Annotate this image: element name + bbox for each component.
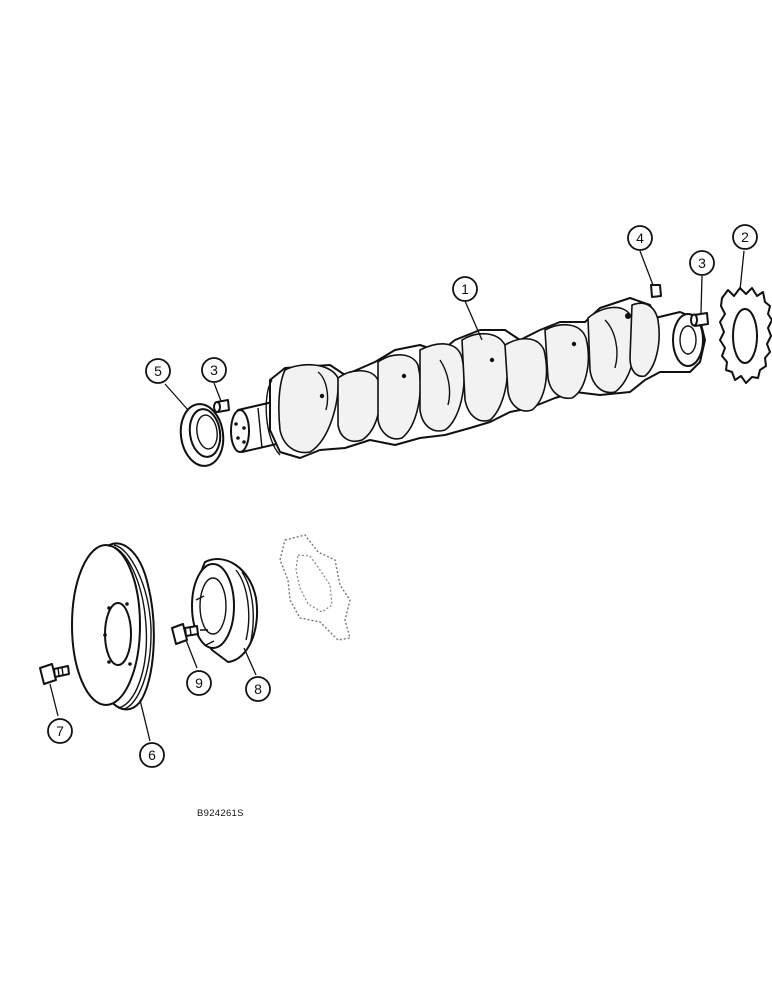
callout-7: 7	[47, 718, 73, 744]
callout-3-rear-label: 3	[698, 255, 706, 271]
dowel-pin-rear	[690, 312, 709, 327]
callout-5-label: 5	[154, 363, 162, 379]
crankshaft-hub	[191, 558, 258, 663]
callout-2-label: 2	[741, 229, 749, 245]
callout-1: 1	[452, 276, 478, 302]
callout-3-rear: 3	[689, 250, 715, 276]
callout-8-label: 8	[254, 681, 262, 697]
pulley-bolt	[39, 663, 70, 685]
dowel-pin-front	[213, 399, 230, 413]
timing-cover-gasket	[279, 534, 351, 641]
callout-9: 9	[186, 670, 212, 696]
callout-6-label: 6	[148, 747, 156, 763]
callout-3-front: 3	[201, 357, 227, 383]
callout-1-label: 1	[461, 281, 469, 297]
crankshaft-pulley	[71, 542, 155, 711]
hub-bolt	[171, 623, 199, 645]
callout-2: 2	[732, 224, 758, 250]
callout-8: 8	[245, 676, 271, 702]
callout-3-front-label: 3	[210, 362, 218, 378]
figure-id: B924261S	[197, 808, 244, 819]
crankshaft	[230, 297, 706, 459]
leader-lines	[49, 250, 745, 742]
callout-9-label: 9	[195, 675, 203, 691]
front-seal	[179, 403, 225, 467]
callout-4-label: 4	[636, 230, 644, 246]
callout-6: 6	[139, 742, 165, 768]
callout-5: 5	[145, 358, 171, 384]
callout-4: 4	[627, 225, 653, 251]
woodruff-key	[650, 284, 662, 298]
callout-7-label: 7	[56, 723, 64, 739]
crankshaft-gear	[719, 287, 772, 384]
